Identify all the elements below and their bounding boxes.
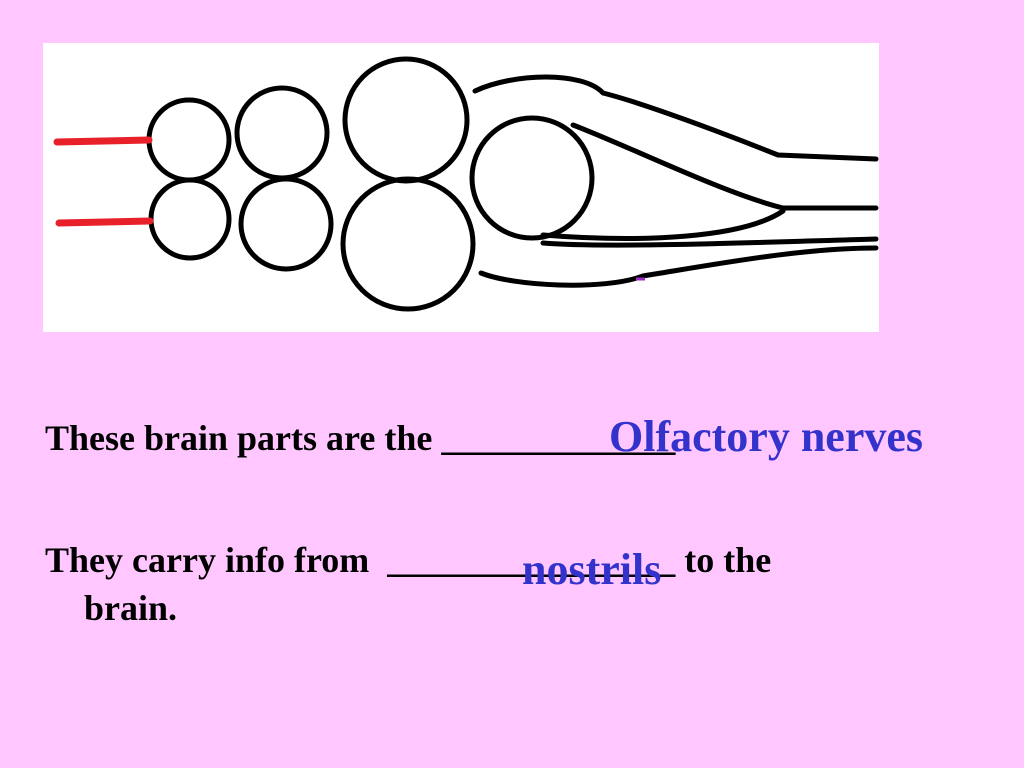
brainstem-outline-upper-inner xyxy=(570,122,879,211)
answer-olfactory-nerves: Olfactory nerves xyxy=(609,412,923,461)
cerebrum-lower xyxy=(238,176,334,272)
optic-lobe-lower xyxy=(340,176,476,312)
cerebrum-upper xyxy=(234,85,330,181)
brainstem-outline-top xyxy=(472,74,879,162)
brain-outline-svg xyxy=(53,56,879,312)
brain-diagram xyxy=(43,43,879,332)
olfactory-nerve-lower xyxy=(55,217,154,227)
olfactory-bulb-lower xyxy=(148,177,232,261)
olfactory-nerve-upper xyxy=(53,136,153,146)
sentence2-suffix: to the xyxy=(675,540,772,580)
sentence2-blank: ________________ xyxy=(387,540,676,580)
sentence2-text: They carry info from xyxy=(45,540,388,580)
brainstem-outline-lower-inner xyxy=(540,208,786,241)
sentence-nostrils: They carry info from ________________ to… xyxy=(45,542,771,578)
cerebellum xyxy=(469,115,595,241)
answer-nostrils: nostrils xyxy=(522,545,662,594)
olfactory-bulb-upper xyxy=(146,97,232,183)
brainstem-outline-lower-mid xyxy=(540,236,879,248)
brainstem-outline-bottom xyxy=(478,245,879,288)
optic-lobe-upper xyxy=(342,56,470,184)
sentence-olfactory: These brain parts are the _____________ xyxy=(45,420,675,456)
sentence1-text: These brain parts are the xyxy=(45,418,442,458)
sentence1-blank: _____________ xyxy=(441,418,676,458)
sentence2-continuation: brain. xyxy=(84,588,178,628)
